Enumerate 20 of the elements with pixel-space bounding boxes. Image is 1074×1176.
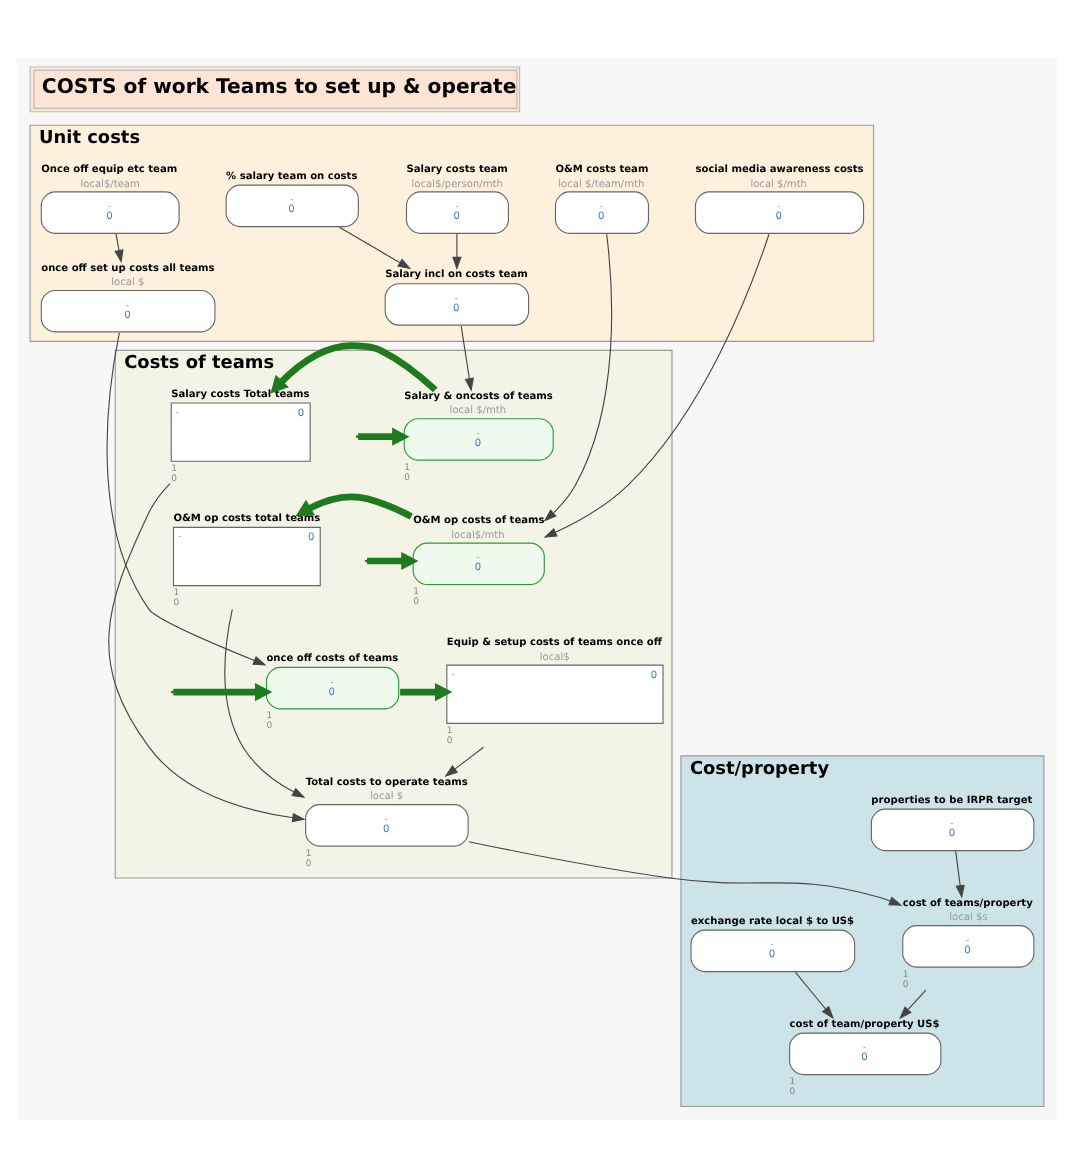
- arrow: [955, 849, 965, 898]
- arrow: [460, 324, 474, 391]
- arrow: [468, 840, 903, 905]
- arrow: [543, 232, 770, 537]
- arrow: [224, 607, 306, 797]
- arrow: [444, 745, 485, 777]
- arrow: [270, 341, 438, 393]
- arrow: [108, 482, 306, 822]
- arrow: [794, 970, 834, 1019]
- arrow: [367, 550, 419, 570]
- arrow: [114, 232, 124, 263]
- arrow: [899, 988, 927, 1019]
- diagram-title: COSTS of work Teams to set up & operate: [41, 76, 517, 99]
- arrow: [452, 232, 462, 270]
- arrow: [338, 225, 412, 269]
- arrow: [295, 492, 413, 519]
- arrow: [106, 331, 267, 665]
- arrow: [358, 426, 410, 445]
- arrow: [543, 232, 613, 521]
- arrow: [400, 681, 453, 701]
